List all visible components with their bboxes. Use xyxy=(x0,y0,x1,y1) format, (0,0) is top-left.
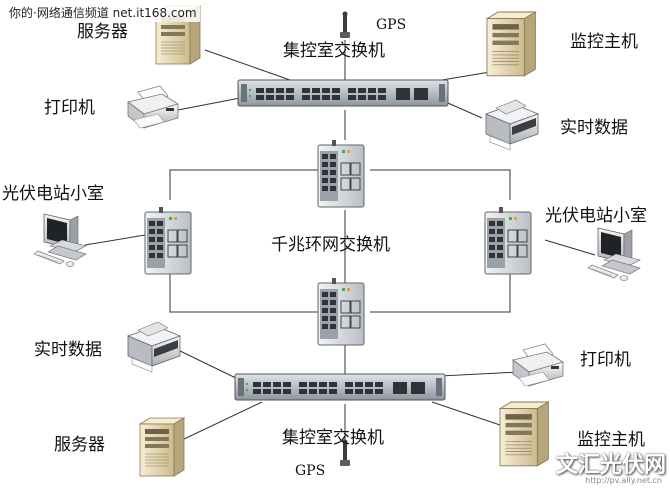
control-switch-label-top: 集控室交换机 xyxy=(283,41,385,61)
realtime-data-label-bottom: 实时数据 xyxy=(34,340,102,360)
control-room-switch-top-icon xyxy=(237,79,449,107)
server-label-bottom: 服务器 xyxy=(54,435,105,455)
monitor-host-label-bottom: 监控主机 xyxy=(577,430,645,450)
control-switch-label-bottom: 集控室交换机 xyxy=(282,428,384,448)
monitor-host-tower-icon-bottom xyxy=(499,401,549,467)
gps-label-top: GPS xyxy=(376,17,407,33)
server-tower-icon-bottom xyxy=(139,417,185,477)
printer-icon-top xyxy=(127,85,179,129)
ring-switch-left-icon xyxy=(144,206,192,275)
ring-switch-label: 千兆环网交换机 xyxy=(271,235,390,255)
gps-antenna-icon-top xyxy=(340,11,350,38)
watermark-corner: 文汇光伏网 xyxy=(555,453,666,478)
pv-room-label-left: 光伏电站小室 xyxy=(2,184,104,204)
monitor-host-label-top: 监控主机 xyxy=(570,32,638,52)
pv-room-computer-icon-left xyxy=(33,213,87,267)
realtime-data-label-top: 实时数据 xyxy=(560,118,628,138)
ring-switch-bottom-icon xyxy=(317,277,365,346)
watermark-top: 你的·网络通信频道 net.it168.com xyxy=(6,3,200,22)
printer-label-top: 打印机 xyxy=(44,98,95,118)
realtime-data-printer-icon-bottom xyxy=(127,321,181,373)
ring-switch-top-icon xyxy=(317,139,365,208)
connection-lines xyxy=(84,40,596,441)
gps-label-bottom: GPS xyxy=(295,463,326,479)
monitor-host-tower-icon-top xyxy=(486,11,536,77)
watermark-corner-url: http://pv.ally.net.cn xyxy=(585,476,662,485)
control-room-switch-bottom-icon xyxy=(234,373,446,401)
printer-label-bottom: 打印机 xyxy=(580,350,631,370)
server-label-top: 服务器 xyxy=(77,22,128,42)
pv-room-computer-icon-right xyxy=(587,227,641,281)
pv-room-label-right: 光伏电站小室 xyxy=(545,206,647,226)
realtime-data-printer-icon-top xyxy=(485,99,539,151)
ring-switch-right-icon xyxy=(484,206,532,275)
printer-icon-bottom xyxy=(512,343,564,387)
